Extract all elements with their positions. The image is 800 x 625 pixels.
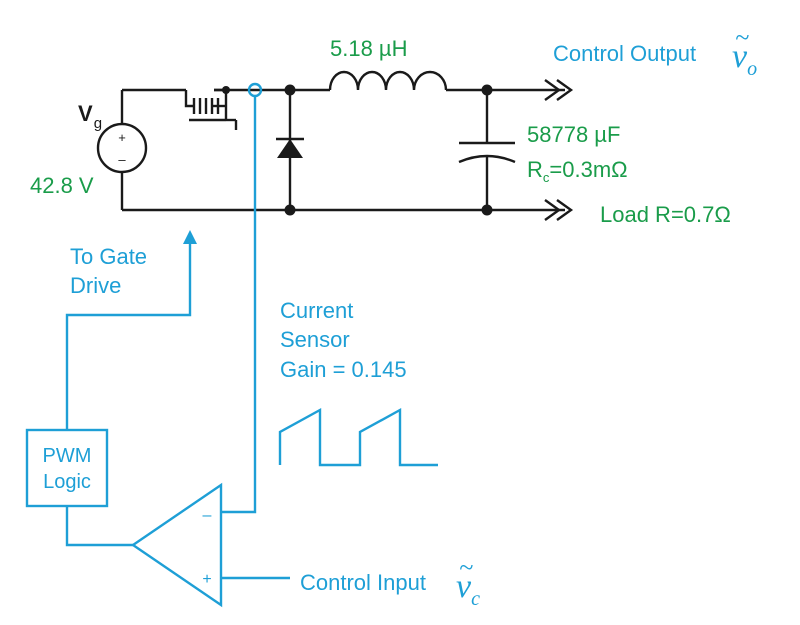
current-waveform-icon (278, 407, 438, 467)
output-arrows-icon (544, 79, 574, 221)
node-dot-diode-top (284, 84, 296, 96)
pwm-logic-block (25, 428, 109, 508)
gate-drive-arrow-icon (183, 230, 197, 244)
capacitor-value: 58778 µF (527, 122, 620, 147)
control-output-symbol: vo (732, 38, 757, 80)
control-loop (25, 82, 438, 608)
source-minus-sign: – (118, 152, 126, 167)
comparator-plus-sign: + (202, 571, 211, 588)
pwm-label-line1: PWM (43, 445, 92, 467)
capacitor-esr: Rc=0.3mΩ (527, 157, 628, 185)
gate-drive-label-line1: To Gate (70, 244, 147, 269)
load-label: Load R=0.7Ω (600, 202, 731, 227)
control-output-tilde: ~ (735, 23, 749, 52)
gate-drive-label-line2: Drive (70, 273, 121, 298)
source-voltage: 42.8 V (30, 173, 94, 198)
sensor-label-line1: Current (280, 298, 353, 323)
control-input-symbol: vc (456, 568, 480, 610)
sense-wire (221, 96, 257, 514)
sensor-label-line2: Sensor (280, 327, 350, 352)
sensor-gain: Gain = 0.145 (280, 357, 407, 382)
node-dot-diode-bottom (284, 204, 296, 216)
control-input-tilde: ~ (459, 553, 473, 582)
node-dot-cap-top (481, 84, 493, 96)
power-circuit (96, 70, 574, 221)
voltage-source-symbol (96, 122, 148, 174)
pwm-label-line2: Logic (43, 471, 91, 493)
source-name: Vg (78, 101, 102, 132)
gate-drive-wire (65, 236, 192, 430)
comparator-icon (130, 482, 223, 608)
inductor-value: 5.18 µH (330, 36, 408, 61)
mosfet-switch-icon (184, 88, 238, 130)
diode-icon (276, 90, 304, 210)
control-input-label: Control Input (300, 570, 426, 595)
inductor-icon (328, 70, 448, 91)
source-plus-sign: + (118, 130, 126, 145)
mosfet-node-dot (222, 86, 230, 94)
capacitor-icon (458, 90, 516, 210)
comparator-minus-sign: – (203, 507, 212, 524)
control-output-label: Control Output (553, 41, 696, 66)
node-dot-cap-bottom (481, 204, 493, 216)
comparator-output-wire (65, 506, 133, 547)
